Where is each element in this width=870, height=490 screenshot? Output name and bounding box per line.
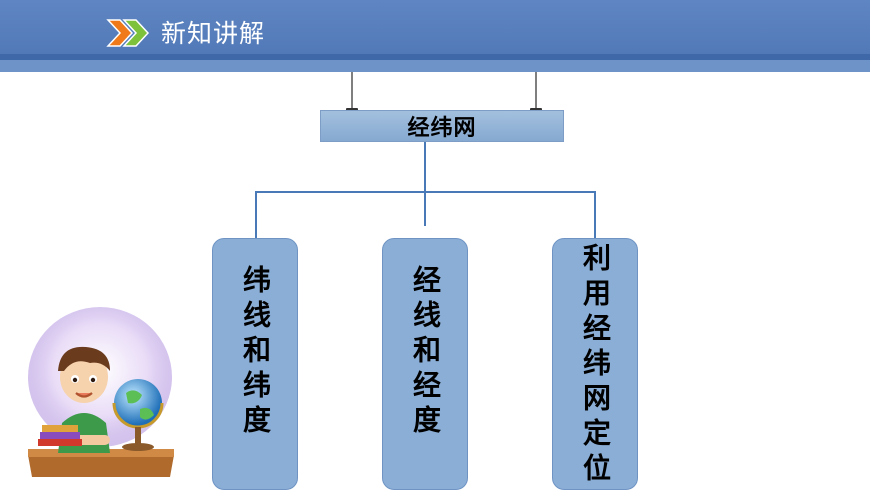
child-node-2-label: 经线和经度 xyxy=(409,265,442,440)
header-bottom-band xyxy=(0,60,870,72)
root-node: 经纬网 xyxy=(320,110,564,142)
child-node-3: 利用经纬网定位 xyxy=(552,238,638,490)
child-node-3-label: 利用经纬网定位 xyxy=(579,243,612,488)
header-stripe xyxy=(0,54,870,60)
connector-trunk xyxy=(424,142,426,226)
page-title: 新知讲解 xyxy=(161,19,266,48)
child-node-2: 经线和经度 xyxy=(382,238,468,490)
root-node-label: 经纬网 xyxy=(407,116,477,141)
connector-horizontal xyxy=(255,191,596,193)
connector-left xyxy=(255,191,257,239)
hanger-right xyxy=(535,72,537,110)
header-bar: 新知讲解 xyxy=(0,0,870,72)
child-node-1-label: 纬线和纬度 xyxy=(239,265,272,440)
kid-with-globe-illustration xyxy=(28,307,174,477)
connector-right xyxy=(594,191,596,239)
child-node-1: 纬线和纬度 xyxy=(212,238,298,490)
hanger-left xyxy=(351,72,353,110)
double-chevron-icon xyxy=(106,19,150,47)
